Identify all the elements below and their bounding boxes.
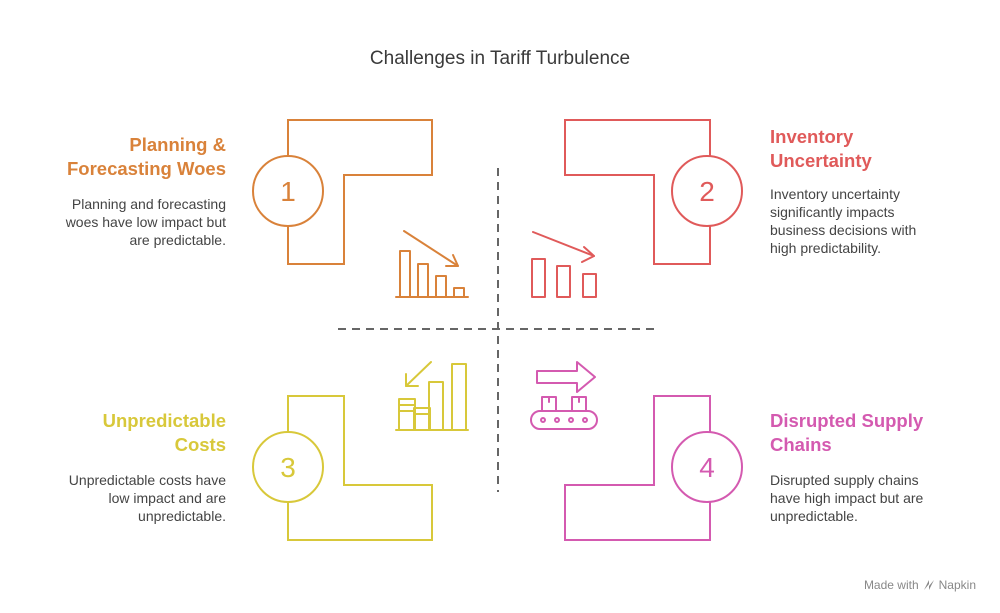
quadrant-4-heading: Disrupted Supply Chains [770, 409, 980, 457]
quadrant-3-number: 3 [280, 452, 296, 483]
napkin-logo-icon [923, 580, 934, 590]
quadrant-2-description-line: high predictability. [770, 240, 882, 256]
diagram-title: Challenges in Tariff Turbulence [369, 48, 631, 69]
quadrant-1-heading: Planning & Forecasting Woes [26, 133, 226, 181]
quadrant-2-description-line: Inventory uncertainty [770, 186, 900, 202]
quadrant-4-shape [564, 395, 743, 541]
trend-down-bars-icon [531, 231, 597, 298]
quadrant-3-description-line: Unpredictable costs have [68, 472, 226, 488]
quadrant-3-description-line: low impact and are [108, 490, 226, 506]
quadrant-2-heading-line: Inventory [770, 126, 854, 147]
quadrant-1-description-line: woes have low impact but [65, 214, 226, 230]
quadrant-4-description: Disrupted supply chains have high impact… [770, 471, 980, 525]
quadrant-2-description-line: business decisions with [770, 222, 917, 238]
quadrant-3-heading-line: Costs [174, 434, 226, 455]
quadrant-3-shape [252, 395, 433, 541]
quadrant-1-heading-line: Planning & [129, 134, 226, 155]
quadrant-1-shape [252, 119, 433, 265]
conveyor-belt-icon [530, 361, 598, 430]
quadrant-4-heading-line: Chains [770, 434, 832, 455]
quadrant-1-heading-line: Forecasting Woes [66, 158, 226, 179]
quadrant-1-number: 1 [280, 176, 296, 207]
napkin-credit[interactable]: Made with Napkin [864, 578, 976, 592]
quadrant-1-description-line: are predictable. [129, 232, 226, 248]
quadrant-3-heading: Unpredictable Costs [26, 409, 226, 457]
quadrant-2-description: Inventory uncertainty significantly impa… [770, 185, 980, 257]
made-with-label: Made with [863, 578, 919, 592]
quadrant-2-description-line: significantly impacts [770, 204, 895, 220]
quadrant-4-heading-line: Disrupted Supply [770, 410, 924, 431]
quadrant-1-description: Planning and forecasting woes have low i… [26, 195, 226, 249]
quadrant-4-number: 4 [699, 452, 715, 483]
quadrant-2-heading: Inventory Uncertainty [770, 125, 980, 173]
quadrant-2-number: 2 [699, 176, 715, 207]
quadrant-1-description-line: Planning and forecasting [71, 196, 226, 212]
quadrant-2-shape [564, 119, 743, 265]
rising-cost-bars-icon [395, 361, 469, 431]
napkin-brand: Napkin [938, 578, 976, 592]
quadrant-2-heading-line: Uncertainty [770, 150, 872, 171]
quadrant-4-description-line: Disrupted supply chains [770, 472, 919, 488]
quadrant-3-description-line: unpredictable. [138, 508, 226, 524]
quadrant-4-description-line: unpredictable. [770, 508, 858, 524]
quadrant-3-description: Unpredictable costs have low impact and … [26, 471, 226, 525]
quadrant-3-heading-line: Unpredictable [102, 410, 226, 431]
quadrant-4-description-line: have high impact but are [770, 490, 924, 506]
declining-bar-chart-icon [395, 230, 469, 298]
